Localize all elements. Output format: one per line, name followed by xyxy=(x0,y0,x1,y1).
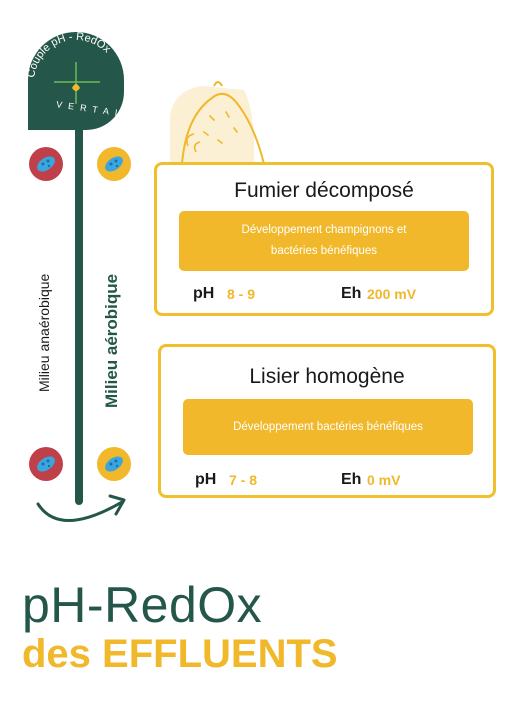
vertical-axis-bar xyxy=(75,90,83,505)
card-fumier: Fumier décomposé Développement champigno… xyxy=(154,162,494,316)
manure-pile-icon xyxy=(170,81,268,168)
card-lisier-ph-value: 7 - 8 xyxy=(229,472,258,488)
card-lisier-description-line1: Développement bactéries bénéfiques xyxy=(233,420,423,433)
heading-line1: pH-RedOx xyxy=(22,577,263,633)
card-fumier-eh-value: 200 mV xyxy=(367,286,417,302)
anaerobic-label: Milieu anaérobique xyxy=(36,273,52,392)
card-lisier-description: Développement bactéries bénéfiques xyxy=(183,399,473,455)
card-fumier-eh-label: Eh xyxy=(341,285,362,302)
vertal-logo: Couple pH - RedOx xyxy=(25,31,124,130)
card-lisier-eh-value: 0 mV xyxy=(367,472,401,488)
aerobic-bacteria-icon-top xyxy=(97,147,131,181)
card-lisier: Lisier homogène Développement bactéries … xyxy=(158,344,496,498)
card-fumier-ph-label: pH xyxy=(193,285,215,302)
card-fumier-description-line1: Développement champignons et xyxy=(241,224,407,236)
card-lisier-ph-label: pH xyxy=(195,471,217,488)
curved-arrow-icon xyxy=(36,494,126,522)
anaerobic-bacteria-icon-bottom xyxy=(29,447,63,481)
card-fumier-description: Développement champignons et bactéries b… xyxy=(179,211,469,271)
card-lisier-eh-label: Eh xyxy=(341,471,362,488)
card-fumier-title: Fumier décomposé xyxy=(234,179,414,202)
card-lisier-title: Lisier homogène xyxy=(249,365,405,388)
aerobic-bacteria-icon-bottom xyxy=(97,447,131,481)
anaerobic-bacteria-icon-top xyxy=(29,147,63,181)
heading-line2: des EFFLUENTS xyxy=(22,632,338,676)
aerobic-label: Milieu aérobique xyxy=(102,273,121,408)
card-fumier-description-line2: bactéries bénéfiques xyxy=(270,245,378,257)
card-fumier-ph-value: 8 - 9 xyxy=(227,286,256,302)
